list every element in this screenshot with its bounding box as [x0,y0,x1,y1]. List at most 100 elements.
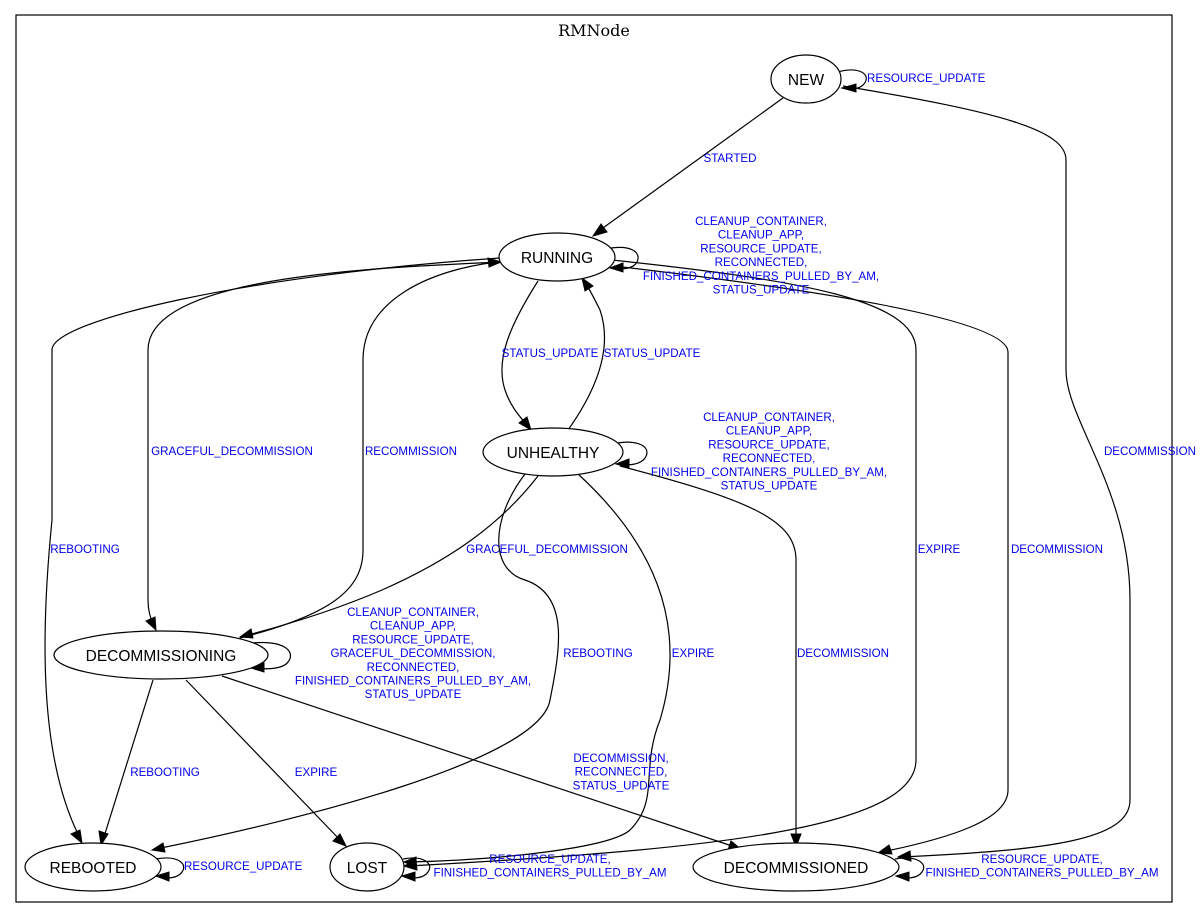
cluster-title: RMNode [558,21,630,40]
edge-label-line: FINISHED_CONTAINERS_PULLED_BY_AM, [295,675,531,688]
node-running-label: RUNNING [521,250,593,267]
edge-label-line: STATUS_UPDATE [721,480,818,493]
edge-unhealthy-decommissioned [619,465,797,842]
edge-label-line: RECONNECTED, [723,452,816,465]
node-decommissioned-shape [692,842,900,892]
edge-label-line: REBOOTING [130,766,200,779]
edge-unhealthy-lost [407,473,671,863]
edge-label-line: GRACEFUL_DECOMMISSION [151,445,313,458]
label-decommissioning-lost: EXPIRE [295,766,338,779]
node-running: RUNNING [498,232,616,282]
edge-label-line: EXPIRE [672,647,715,660]
edge-label-line: DECOMMISSION [797,647,889,660]
edge-label-line: RESOURCE_UPDATE [867,72,986,85]
label-decommissioning-running: RECOMMISSION [365,445,457,458]
edge-label-line: RESOURCE_UPDATE, [708,438,830,451]
label-running-unhealthy: STATUS_UPDATE [502,347,599,360]
node-unhealthy-shape [482,427,624,477]
edge-label-line: RESOURCE_UPDATE [184,860,303,873]
label-decommissioned-self: RESOURCE_UPDATE,FINISHED_CONTAINERS_PULL… [925,853,1158,880]
label-unhealthy-self: CLEANUP_CONTAINER,CLEANUP_APP,RESOURCE_U… [651,411,887,493]
edge-label-line: REBOOTING [50,543,120,556]
node-decommissioned-label: DECOMMISSIONED [724,860,869,877]
edge-running-rebooted [44,257,501,839]
arrow-decommissioned-self [894,871,910,882]
arrow-running-decommissioned [876,844,893,855]
edge-label-line: EXPIRE [295,766,338,779]
label-new-self: RESOURCE_UPDATE [867,72,986,85]
edge-label-line: FINISHED_CONTAINERS_PULLED_BY_AM [433,867,666,880]
edge-running-unhealthy [501,280,539,427]
label-running-lost: EXPIRE [918,543,961,556]
node-decommissioning: DECOMMISSIONING [53,630,269,680]
edge-label-line: STATUS_UPDATE [573,779,670,792]
arrow-decommissioning-rebooted [98,830,109,847]
edge-label-line: FINISHED_CONTAINERS_PULLED_BY_AM, [643,270,879,283]
edge-label-line: CLEANUP_APP, [718,229,804,242]
arrow-new-decommissioned [896,850,912,862]
node-running-shape [498,232,616,282]
arrow-unhealthy-running [581,276,594,292]
edges [44,69,1131,882]
label-lost-self: RESOURCE_UPDATE,FINISHED_CONTAINERS_PULL… [433,853,666,880]
edge-label-line: RECOMMISSION [365,445,457,458]
edge-label-line: RECONNECTED, [367,661,460,674]
edge-label-line: CLEANUP_CONTAINER, [347,606,479,619]
edge-decommissioning-rebooted [102,679,154,841]
label-unhealthy-lost: EXPIRE [672,647,715,660]
edge-new-decommissioned [842,85,1131,858]
edge-label-line: EXPIRE [918,543,961,556]
node-lost-shape [329,842,405,892]
arrow-running-decommissioning [145,616,157,632]
edge-label-line: RECONNECTED, [715,256,808,269]
edge-decommissioning-running [239,261,498,639]
edge-label-line: RESOURCE_UPDATE, [489,853,611,866]
edge-labels: RESOURCE_UPDATE STARTED DECOMMISSION CLE… [50,72,1196,880]
edge-new-running [595,97,784,234]
edge-running-lost [407,259,917,867]
label-new-running: STARTED [703,152,756,165]
node-new-label: NEW [788,72,825,89]
arrow-lost-self [400,871,416,882]
edge-label-line: CLEANUP_APP, [370,620,456,633]
label-unhealthy-decommissioning: GRACEFUL_DECOMMISSION [466,543,628,556]
edge-label-line: GRACEFUL_DECOMMISSION [466,543,628,556]
label-unhealthy-rebooted: REBOOTING [563,647,633,660]
edge-label-line: CLEANUP_CONTAINER, [695,215,827,228]
label-running-self: CLEANUP_CONTAINER,CLEANUP_APP,RESOURCE_U… [643,215,879,297]
arrow-unhealthy-decommissioning [238,628,254,639]
cluster-box [15,14,1173,903]
edge-label-line: FINISHED_CONTAINERS_PULLED_BY_AM, [651,466,887,479]
node-unhealthy: UNHEALTHY [482,427,624,477]
node-new-shape [770,54,842,104]
edge-unhealthy-decommissioning [243,475,539,637]
label-rebooted-self: RESOURCE_UPDATE [184,860,303,873]
arrow-running-unhealthy [518,416,532,432]
arrow-unhealthy-self [614,458,630,469]
node-new: NEW [770,54,842,104]
node-decommissioned: DECOMMISSIONED [692,842,900,892]
label-decommissioning-decommissioned: DECOMMISSION,RECONNECTED,STATUS_UPDATE [573,752,670,792]
edge-label-line: REBOOTING [563,647,633,660]
label-new-decommissioned: DECOMMISSION [1104,445,1196,458]
edge-decommissioning-self [251,641,291,670]
arrow-decommissioning-running [487,257,503,268]
edge-unhealthy-running [567,281,606,431]
edge-running-decommissioned [613,265,1009,853]
node-rebooted: REBOOTED [24,842,162,892]
node-lost-label: LOST [347,860,388,877]
label-running-decommissioning: GRACEFUL_DECOMMISSION [151,445,313,458]
label-decommissioning-self: CLEANUP_CONTAINER,CLEANUP_APP,RESOURCE_U… [295,606,531,701]
node-lost: LOST [329,842,405,892]
arrow-running-rebooted [70,829,83,845]
edge-label-line: RESOURCE_UPDATE, [352,633,474,646]
edge-label-line: STATUS_UPDATE [713,284,810,297]
arrow-unhealthy-rebooted [150,842,166,853]
arrow-unhealthy-lost [402,856,417,868]
label-running-rebooted: REBOOTING [50,543,120,556]
edge-running-decommissioning [147,261,503,627]
node-decommissioning-label: DECOMMISSIONING [86,648,237,665]
edge-label-line: RESOURCE_UPDATE, [981,853,1103,866]
edge-label-line: CLEANUP_APP, [726,425,812,438]
